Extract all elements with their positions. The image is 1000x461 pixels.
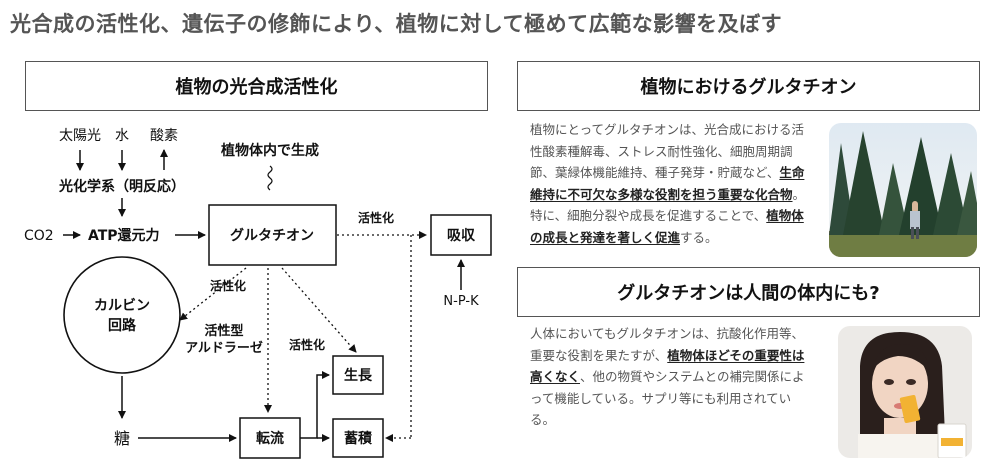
activation-to-aldolase-arrow	[179, 267, 247, 321]
activation-label-growth: 活性化	[289, 337, 325, 352]
conifer-forest-photo	[829, 123, 977, 257]
transport-label: 転流	[256, 430, 284, 447]
activation-label-absorb: 活性化	[358, 210, 394, 225]
photosynthesis-title-box: 植物の光合成活性化	[25, 61, 488, 111]
paragraph-emphasis: 植物体の成長と発達を著しく促進	[530, 208, 804, 245]
glutathione-box	[208, 204, 337, 266]
aldolase-label-2: アルドラーゼ	[185, 340, 263, 356]
paragraph-segment: 人体においてもグルタチオンは、抗酸化作用等、重要な役割を果たすが、	[530, 326, 805, 363]
growth-label: 生長	[344, 367, 373, 384]
absorb-label: 吸収	[447, 227, 476, 244]
photosynthesis-diagram: 太陽光 水 酸素 光化学系（明反応） CO2 ATP還元力 植物体内で生成 グル…	[24, 128, 492, 459]
calvin-cycle-label-2: 回路	[108, 317, 137, 334]
aldolase-label-1: 活性型	[204, 323, 243, 339]
input-water: 水	[115, 128, 129, 144]
paragraph-segment: 。特に、細胞分裂や成長を促進することで、	[530, 186, 806, 224]
paragraph-segment: する。	[680, 229, 718, 245]
paragraph-segment: 植物にとってグルタチオンは、光合成における活性酸素種解毒、ストレス耐性強化、細胞…	[530, 122, 805, 180]
plant-glutathione-paragraph: 植物にとってグルタチオンは、光合成における活性酸素種解毒、ストレス耐性強化、細胞…	[530, 119, 815, 248]
co2-label: CO2	[24, 228, 54, 244]
activation-label-aldolase: 活性化	[210, 278, 246, 293]
plant-glutathione-title: 植物におけるグルタチオン	[640, 77, 857, 98]
output-oxygen: 酸素	[150, 128, 178, 144]
page-headline: 光合成の活性化、遺伝子の修飾により、植物に対して極めて広範な影響を及ぼす	[10, 12, 783, 36]
transport-to-growth-arrow	[300, 371, 330, 439]
growth-box	[332, 355, 384, 395]
storage-label: 蓄積	[344, 430, 373, 447]
storage-box	[332, 418, 384, 458]
photosynthesis-title: 植物の光合成活性化	[175, 77, 338, 98]
in-body-generation-label: 植物体内で生成	[220, 142, 319, 159]
activation-to-growth-arrow	[281, 267, 357, 353]
plant-glutathione-title-box: 植物におけるグルタチオン	[517, 61, 980, 111]
woman-with-supplement-photo	[838, 326, 972, 458]
human-glutathione-paragraph: 人体においてもグルタチオンは、抗酸化作用等、重要な役割を果たすが、植物体ほどその…	[530, 323, 815, 431]
paragraph-emphasis: 植物体ほどその重要性は高くなく	[530, 347, 805, 385]
glutathione-label: グルタチオン	[230, 227, 314, 244]
human-glutathione-title-box: グルタチオンは人間の体内にも?	[517, 267, 980, 317]
paragraph-segment: 、他の物質やシステムとの補完関係によって機能している。サプリ等にも利用されている…	[530, 369, 805, 427]
squiggle-connector	[267, 165, 273, 191]
npk-label: N-P-K	[443, 294, 479, 309]
photochemical-system-label: 光化学系（明反応）	[58, 178, 185, 195]
conifer-forest-illustration	[829, 123, 977, 257]
calvin-cycle-label-1: カルビン	[94, 298, 150, 314]
human-glutathione-title: グルタチオンは人間の体内にも?	[617, 283, 880, 304]
paragraph-emphasis: 生命維持に不可欠な多様な役割を担う重要な化合物	[530, 165, 805, 202]
atp-reducing-power-label: ATP還元力	[88, 227, 160, 244]
input-sunlight: 太陽光	[59, 128, 101, 144]
sugar-label: 糖	[114, 429, 130, 448]
calvin-cycle-circle	[63, 256, 181, 374]
woman-portrait-illustration	[838, 326, 972, 458]
absorb-box	[430, 214, 492, 256]
